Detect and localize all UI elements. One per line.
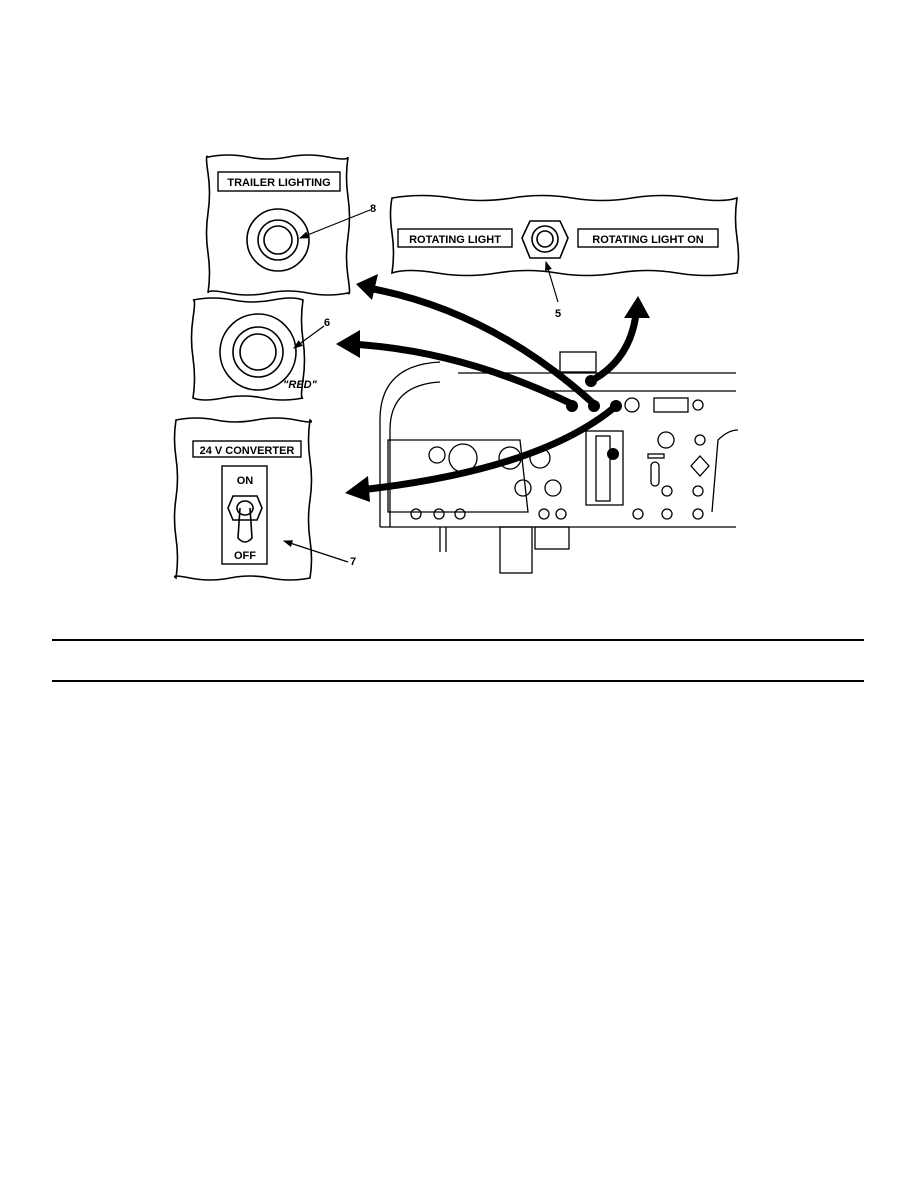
callout-6: 6	[324, 317, 330, 329]
rotating-light-switch-icon	[521, 220, 569, 259]
callout-5: 5	[555, 308, 561, 320]
indicator-lamp-icon	[219, 313, 297, 391]
divider-top	[52, 639, 864, 641]
toggle-switch-icon	[227, 495, 263, 543]
switch-on-label: ON	[237, 475, 254, 487]
rotating-light-label: ROTATING LIGHT	[409, 234, 501, 246]
red-indicator-panel	[190, 297, 325, 401]
red-label: "RED"	[283, 379, 317, 391]
instrument-panel	[379, 351, 739, 574]
rotating-light-panel	[389, 194, 740, 303]
pointer-arrows	[349, 284, 640, 494]
switch-off-label: OFF	[234, 550, 256, 562]
trailer-lighting-label: TRAILER LIGHTING	[227, 177, 330, 189]
converter-panel	[173, 417, 349, 581]
callout-8: 8	[370, 203, 376, 215]
arrowheads	[336, 274, 650, 502]
rotating-light-on-label: ROTATING LIGHT ON	[592, 234, 703, 246]
divider-bottom	[52, 680, 864, 682]
callout-7: 7	[350, 556, 356, 568]
trailer-lighting-switch-icon	[246, 208, 310, 272]
converter-label: 24 V CONVERTER	[200, 445, 295, 457]
trailer-lighting-panel	[205, 154, 371, 296]
